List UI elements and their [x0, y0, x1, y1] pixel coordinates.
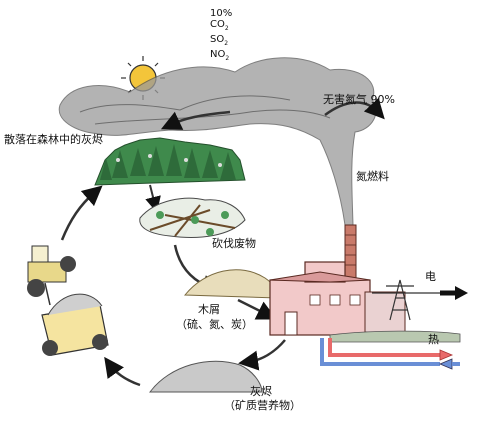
power-tower-icon: [372, 279, 440, 321]
gas-so2: SO2: [210, 34, 229, 47]
emission-list: 10% CO2 SO2 NO2: [210, 8, 232, 64]
label-heat: 热: [428, 333, 439, 346]
label-wood-chips-elements: （硫、氮、炭）: [176, 318, 253, 331]
label-nitrogen-fuel: 氮燃料: [356, 170, 389, 183]
label-harmless-nitrogen: 无害氮气 90%: [323, 93, 395, 106]
gas-co2: CO2: [210, 19, 229, 32]
ash-to-truck-arrow: [104, 356, 141, 387]
heat-pipes: [320, 338, 460, 370]
chips-to-factory-arrow: [237, 298, 277, 320]
logging-waste-icon: [139, 197, 246, 238]
nitrogen-release-arrow: [324, 97, 385, 120]
label-ash: 灰烬: [250, 385, 272, 398]
label-ash-in-forest: 散落在森林中的灰烬: [4, 133, 103, 146]
truck-to-forest-arrow: [60, 185, 103, 241]
label-electricity: 电: [425, 270, 436, 283]
label-logging-waste: 砍伐废物: [212, 237, 256, 250]
factory-to-ash-arrow: [238, 339, 286, 371]
power-plant: [269, 261, 461, 343]
forest-icon: [94, 137, 246, 186]
electricity-arrow-head: [455, 286, 468, 300]
label-wood-chips: 木屑: [198, 303, 220, 316]
ash-pile: [149, 360, 263, 393]
wood-chip-pile: [183, 269, 279, 299]
tractor-icon: [27, 245, 76, 306]
gas-no2: NO2: [210, 49, 230, 62]
forest-to-waste-arrow: [145, 184, 161, 213]
cloud-to-forest-arrow: [160, 110, 231, 130]
smoke-cloud: [58, 57, 377, 226]
label-ash-minerals: （矿质营养物）: [224, 399, 301, 412]
ash-spreader-trailer: [41, 293, 109, 356]
emission-percent: 10%: [210, 8, 233, 19]
